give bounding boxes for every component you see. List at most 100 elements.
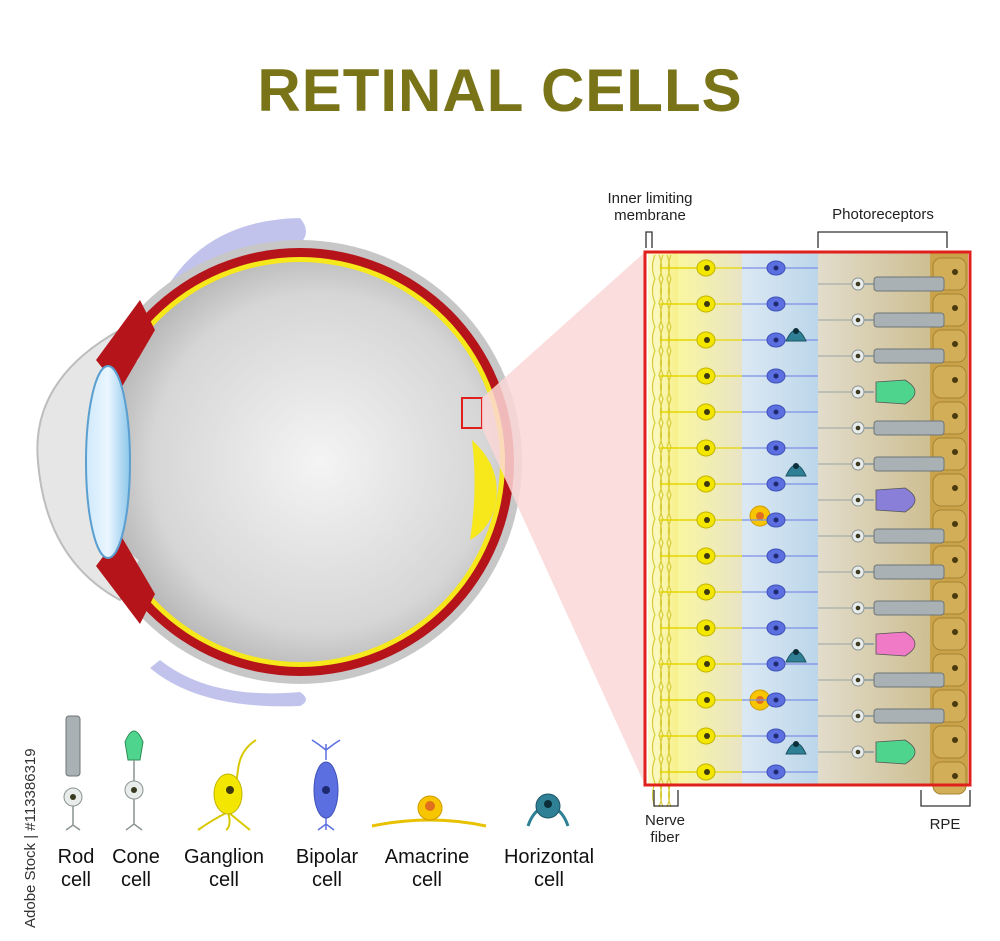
bipolar-nucleus [773, 373, 779, 379]
rod-outer-segment [873, 672, 945, 688]
rpe-cell [932, 473, 967, 507]
retina-panel [643, 250, 972, 808]
legend-bipolar-processes [311, 739, 341, 831]
ganglion-nucleus [704, 445, 710, 451]
amacrine-nucleus [756, 512, 764, 520]
legend-rod-nucleus [70, 794, 76, 800]
horizontal-nucleus [793, 649, 799, 655]
ganglion-nucleus [704, 409, 710, 415]
photoreceptor-nucleus [855, 425, 861, 431]
rod-outer-segment [873, 564, 945, 580]
rod-outer-segment [873, 600, 945, 616]
rpe-nucleus [952, 449, 958, 455]
legend-ganglion-icon [213, 773, 243, 815]
ganglion-nucleus [704, 769, 710, 775]
bipolar-nucleus [773, 517, 779, 523]
rod-outer-segment [873, 348, 945, 364]
ganglion-nucleus [704, 625, 710, 631]
lower-eyelid [150, 660, 306, 707]
legend-cone-nucleus [131, 787, 137, 793]
lens [85, 365, 131, 559]
legend-label-rod: Rod cell [57, 846, 95, 891]
zoom-projection [482, 252, 645, 785]
legend-label-amacrine: Amacrine cell [384, 846, 470, 891]
bipolar-nucleus [773, 301, 779, 307]
photoreceptor-cells [818, 276, 945, 765]
rod-outer-segment [873, 312, 945, 328]
rod-outer-segment [873, 528, 945, 544]
legend-label-cone: Cone cell [112, 846, 160, 891]
label-inner-limiting-membrane: Inner limiting membrane [607, 190, 693, 224]
photoreceptor-nucleus [855, 569, 861, 575]
nerve-fibers [651, 254, 672, 808]
rpe-cell [932, 617, 967, 651]
photoreceptor-nucleus [855, 749, 861, 755]
rpe-nucleus [952, 485, 958, 491]
legend-cone-icon [124, 730, 144, 761]
legend-amacrine-nucleus [425, 801, 435, 811]
rpe-nucleus [952, 521, 958, 527]
bipolar-nucleus [773, 445, 779, 451]
rpe-nucleus [952, 593, 958, 599]
rpe-nucleus [952, 413, 958, 419]
bipolar-nucleus [773, 481, 779, 487]
ganglion-nucleus [704, 373, 710, 379]
vitreous-body [100, 262, 500, 662]
ganglion-cells [660, 259, 771, 781]
cone-outer-segment [875, 487, 916, 513]
photoreceptors-bracket [817, 231, 948, 248]
photoreceptor-nucleus [855, 677, 861, 683]
legend-rod-icon [65, 715, 81, 777]
horizontal-nucleus [793, 463, 799, 469]
legend-horizontal-nucleus [544, 800, 552, 808]
legend-rod-axon [65, 806, 81, 831]
photoreceptor-nucleus [855, 353, 861, 359]
photoreceptor-nucleus [855, 605, 861, 611]
rpe-nucleus [952, 629, 958, 635]
legend-label-horizontal: Horizontal cell [503, 846, 595, 891]
bipolar-nucleus [773, 337, 779, 343]
ganglion-nucleus [704, 661, 710, 667]
rpe-nucleus [952, 269, 958, 275]
ganglion-nucleus [704, 589, 710, 595]
cone-outer-segment [875, 739, 916, 765]
rpe-cell [932, 725, 967, 759]
legend-amacrine-processes [371, 818, 487, 828]
rpe-cell [932, 365, 967, 399]
horizontal-nucleus [793, 741, 799, 747]
rod-outer-segment [873, 276, 945, 292]
cone-outer-segment [875, 631, 916, 657]
legend-ganglion-nucleus [226, 786, 234, 794]
rpe-cell [932, 761, 967, 795]
optic-disc [470, 440, 497, 540]
nerve-fiber [651, 254, 656, 808]
nerve-fiber [658, 254, 663, 808]
cone-outer-segment [875, 379, 916, 405]
bipolar-nucleus [773, 733, 779, 739]
page-title: RETINAL CELLS [257, 57, 743, 124]
rpe-nucleus [952, 305, 958, 311]
bipolar-nucleus [773, 265, 779, 271]
label-nerve-fiber: Nerve fiber [644, 812, 685, 846]
label-rpe: RPE [929, 816, 961, 833]
photoreceptor-nucleus [855, 281, 861, 287]
photoreceptor-nucleus [855, 317, 861, 323]
bipolar-nucleus [773, 697, 779, 703]
nerve-fiber-bracket [653, 790, 679, 807]
photoreceptor-nucleus [855, 533, 861, 539]
bipolar-nucleus [773, 625, 779, 631]
photoreceptor-nucleus [855, 713, 861, 719]
rpe-nucleus [952, 773, 958, 779]
bipolar-nucleus [773, 589, 779, 595]
rpe-nucleus [952, 377, 958, 383]
legend-icons [63, 715, 570, 831]
horizontal-nucleus [793, 328, 799, 334]
rpe-nucleus [952, 737, 958, 743]
ganglion-nucleus [704, 265, 710, 271]
ganglion-nucleus [704, 733, 710, 739]
legend-cone-axon [125, 760, 143, 831]
legend-label-bipolar: Bipolar cell [295, 846, 359, 891]
ganglion-nucleus [704, 301, 710, 307]
nerve-fiber [666, 254, 671, 808]
